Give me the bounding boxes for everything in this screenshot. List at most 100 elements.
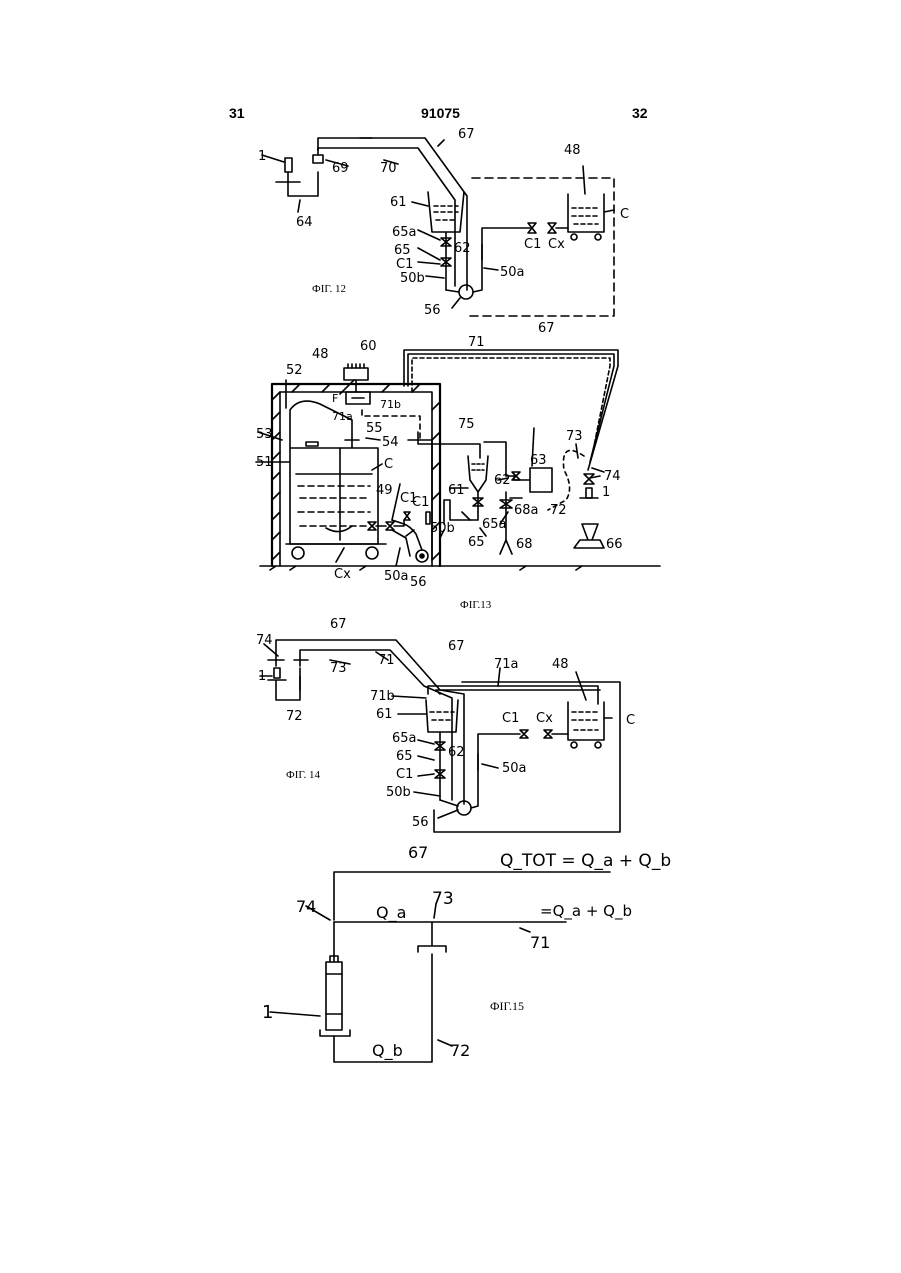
fig13-label-50a: 50a xyxy=(384,569,409,584)
nozzle-1-icon xyxy=(285,158,292,172)
nozzle-1-icon xyxy=(326,962,342,1030)
fig12-label-64: 64 xyxy=(296,215,313,230)
fig12-label-48: 48 xyxy=(564,143,581,158)
fig12-label-c1: C1 xyxy=(524,237,541,252)
fig13-label-c: C xyxy=(384,457,393,472)
fig14-label-65: 65 xyxy=(396,749,413,764)
fig13-label-65: 65 xyxy=(468,535,485,550)
pump-56-icon xyxy=(459,285,473,299)
fig12-label-c1b: C1 xyxy=(396,257,413,272)
fig13-label-71a: 71a xyxy=(332,410,353,423)
fig14-label-61: 61 xyxy=(376,707,393,722)
fig14-label-50a: 50a xyxy=(502,761,527,776)
fig13-label-cx: Cx xyxy=(334,567,351,582)
valve-c1-icon xyxy=(386,522,394,530)
fig14-label-c1: C1 xyxy=(502,711,519,726)
fig13-label-f: F xyxy=(332,392,338,405)
fig14-label-71: 71 xyxy=(378,653,395,668)
fig14-label-65a: 65a xyxy=(392,731,417,746)
device-60-icon xyxy=(344,368,368,380)
fig13-label-71b: 71b xyxy=(380,398,401,411)
fig13-label-61: 61 xyxy=(448,483,465,498)
fig13-label-72: 72 xyxy=(550,503,567,518)
fig15-label-71: 71 xyxy=(530,933,550,952)
fig13-label-67: 67 xyxy=(538,321,555,336)
fig13-label-53: 53 xyxy=(256,427,273,442)
fig12-label-65: 65 xyxy=(394,243,411,258)
fig14-label-62: 62 xyxy=(448,745,465,760)
fig13-label-60: 60 xyxy=(360,339,377,354)
fig12-label-65a: 65a xyxy=(392,225,417,240)
fig14-label-48: 48 xyxy=(552,657,569,672)
fig13-label-54: 54 xyxy=(382,435,399,450)
spout-69-icon xyxy=(313,155,323,163)
figure-13 xyxy=(256,350,660,570)
fig13-label-68: 68 xyxy=(516,537,533,552)
fig12-label-61: 61 xyxy=(390,195,407,210)
fig14-label-50b: 50b xyxy=(386,785,411,800)
fig15-label-72: 72 xyxy=(450,1041,470,1060)
fig12-label-c: C xyxy=(620,207,629,222)
valve-74-icon xyxy=(584,474,594,484)
valve-c1b-icon xyxy=(404,512,410,520)
fig15-label-73: 73 xyxy=(432,889,454,909)
fig15-caption: ФIГ.15 xyxy=(490,999,524,1013)
fig13-label-56: 56 xyxy=(410,575,427,590)
drum-51-icon xyxy=(290,448,378,544)
fig12-label-56: 56 xyxy=(424,303,441,318)
fig14-label-67b: 67 xyxy=(448,639,465,654)
valve-cx-icon xyxy=(368,522,376,530)
fig14-label-c1b: C1 xyxy=(396,767,413,782)
fig14-label-71a: 71a xyxy=(494,657,519,672)
fig12-label-70: 70 xyxy=(380,161,397,176)
fig14-label-72: 72 xyxy=(286,709,303,724)
tank-61-icon xyxy=(426,700,458,732)
fig13-label-52: 52 xyxy=(286,363,303,378)
fig15-label-qa-qb: =Q_a + Q_b xyxy=(540,902,632,921)
fig15-label-qtot: Q_TOT = Q_a + Q_b xyxy=(500,851,671,871)
fig13-label-71: 71 xyxy=(468,335,485,350)
fig12-label-50b: 50b xyxy=(400,271,425,286)
fig13-label-65a: 65a xyxy=(482,517,507,532)
fig14-caption: ФIГ. 14 xyxy=(286,769,320,781)
fig12-label-1: 1 xyxy=(258,149,266,164)
fig13-label-1: 1 xyxy=(602,485,610,500)
fig13-label-55: 55 xyxy=(366,421,383,436)
fig13-label-75: 75 xyxy=(458,417,475,432)
funnel-66-icon xyxy=(574,524,604,548)
nozzle-1-icon xyxy=(274,668,280,678)
fig13-label-68a: 68a xyxy=(514,503,539,518)
tank-48-icon xyxy=(568,194,604,232)
tank-61-icon xyxy=(468,456,488,492)
tank-63-icon xyxy=(530,468,552,492)
fig12-label-cx: Cx xyxy=(548,237,565,252)
fig15-label-74: 74 xyxy=(296,897,316,916)
fig15-label-67: 67 xyxy=(408,843,428,862)
fig14-label-c: C xyxy=(626,713,635,728)
fig14-label-71b: 71b xyxy=(370,689,395,704)
fig15-label-qa: Q_a xyxy=(376,903,406,923)
fig13-label-c1b: C1 xyxy=(412,495,429,510)
fig14-label-73: 73 xyxy=(330,661,347,676)
tank-48-icon xyxy=(568,702,604,740)
fig14-label-56: 56 xyxy=(412,815,429,830)
fig14-label-cx: Cx xyxy=(536,711,553,726)
wheel-icon xyxy=(366,547,378,559)
fig13-label-51: 51 xyxy=(256,455,273,470)
fig13-label-73: 73 xyxy=(566,429,583,444)
fig13-label-50b: 50b xyxy=(430,521,455,536)
wheel-icon xyxy=(292,547,304,559)
fig14-label-67a: 67 xyxy=(330,617,347,632)
fig13-label-66: 66 xyxy=(606,537,623,552)
fig15-label-1: 1 xyxy=(262,1002,273,1023)
fig14-label-74: 74 xyxy=(256,633,273,648)
nozzle-1-icon xyxy=(586,488,592,498)
fig15-label-qb: Q_b xyxy=(372,1041,403,1061)
fig12-caption: ФIГ. 12 xyxy=(312,283,346,295)
fig13-label-74: 74 xyxy=(604,469,621,484)
fig13-label-49: 49 xyxy=(376,483,393,498)
fig13-label-63: 63 xyxy=(530,453,547,468)
fig12-label-69: 69 xyxy=(332,161,349,176)
fig13-label-62: 62 xyxy=(494,473,511,488)
